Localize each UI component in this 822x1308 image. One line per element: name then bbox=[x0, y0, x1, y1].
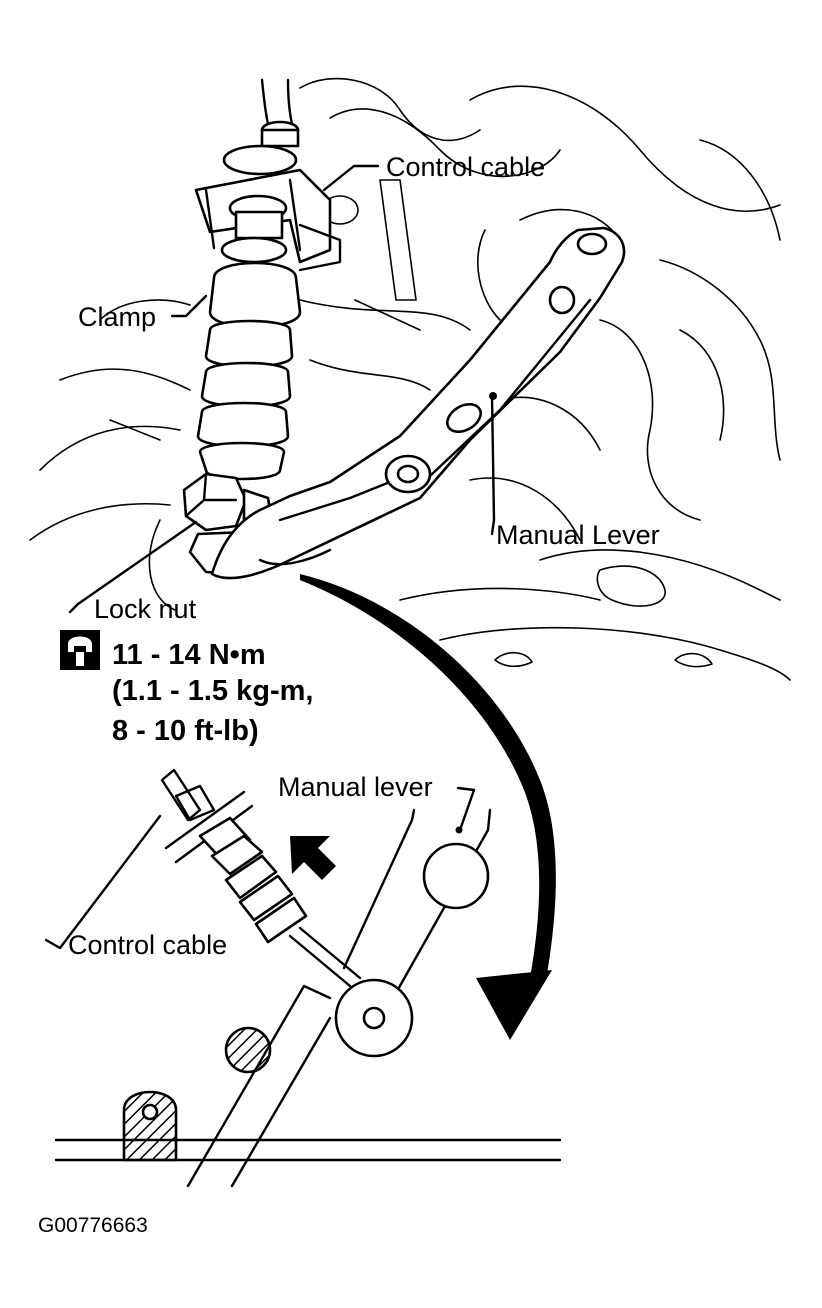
torque-spec-line-1: 11 - 14 N•m bbox=[112, 639, 266, 671]
hatched-pin bbox=[224, 1026, 272, 1074]
lower-schematic bbox=[44, 768, 562, 1188]
torque-spec-line-3: 8 - 10 ft-lb) bbox=[112, 715, 259, 747]
leader-manual-lever-bottom bbox=[456, 786, 476, 832]
leader-control-cable-top bbox=[322, 164, 380, 192]
torque-spec: 11 - 14 N•m (1.1 - 1.5 kg-m, 8 - 10 ft-l… bbox=[112, 639, 313, 747]
label-clamp: Clamp bbox=[78, 302, 156, 332]
label-control-cable-bottom: Control cable bbox=[68, 930, 227, 960]
torque-spec-line-2: (1.1 - 1.5 kg-m, bbox=[112, 675, 313, 707]
label-manual-lever-bottom: Manual lever bbox=[278, 772, 433, 802]
leader-control-cable-bottom bbox=[44, 814, 162, 950]
leader-clamp bbox=[170, 294, 208, 318]
label-lock-nut: Lock nut bbox=[94, 594, 197, 624]
manual-lever-bottom bbox=[186, 808, 492, 1188]
upper-illustration bbox=[29, 77, 791, 1040]
figure-code: G00776663 bbox=[38, 1214, 148, 1237]
leader-manual-lever-top bbox=[490, 394, 496, 536]
arrow-up-left-icon bbox=[290, 836, 336, 880]
torque-wrench-icon bbox=[60, 630, 100, 670]
control-cable-bottom bbox=[160, 768, 362, 988]
curved-arrow-icon bbox=[300, 574, 556, 1040]
transmission-housing bbox=[29, 77, 791, 681]
hatched-mount bbox=[122, 1090, 178, 1162]
label-manual-lever-top: Manual Lever bbox=[496, 520, 660, 550]
label-control-cable-top: Control cable bbox=[386, 152, 545, 182]
leader-lock-nut bbox=[68, 520, 198, 614]
manual-lever-top bbox=[210, 226, 626, 580]
